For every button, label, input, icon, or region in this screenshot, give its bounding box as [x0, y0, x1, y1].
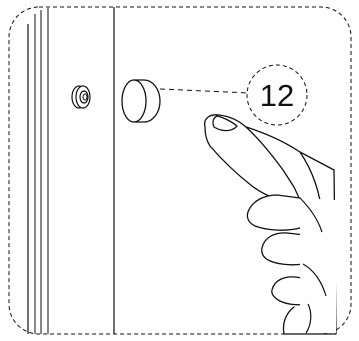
leader-line	[160, 89, 250, 93]
callout-number: 12	[260, 78, 294, 113]
callout-bubble: 12	[247, 65, 307, 125]
panel-edges	[28, 7, 114, 334]
screw-fitting-icon	[72, 86, 90, 108]
round-button-icon	[122, 80, 160, 122]
